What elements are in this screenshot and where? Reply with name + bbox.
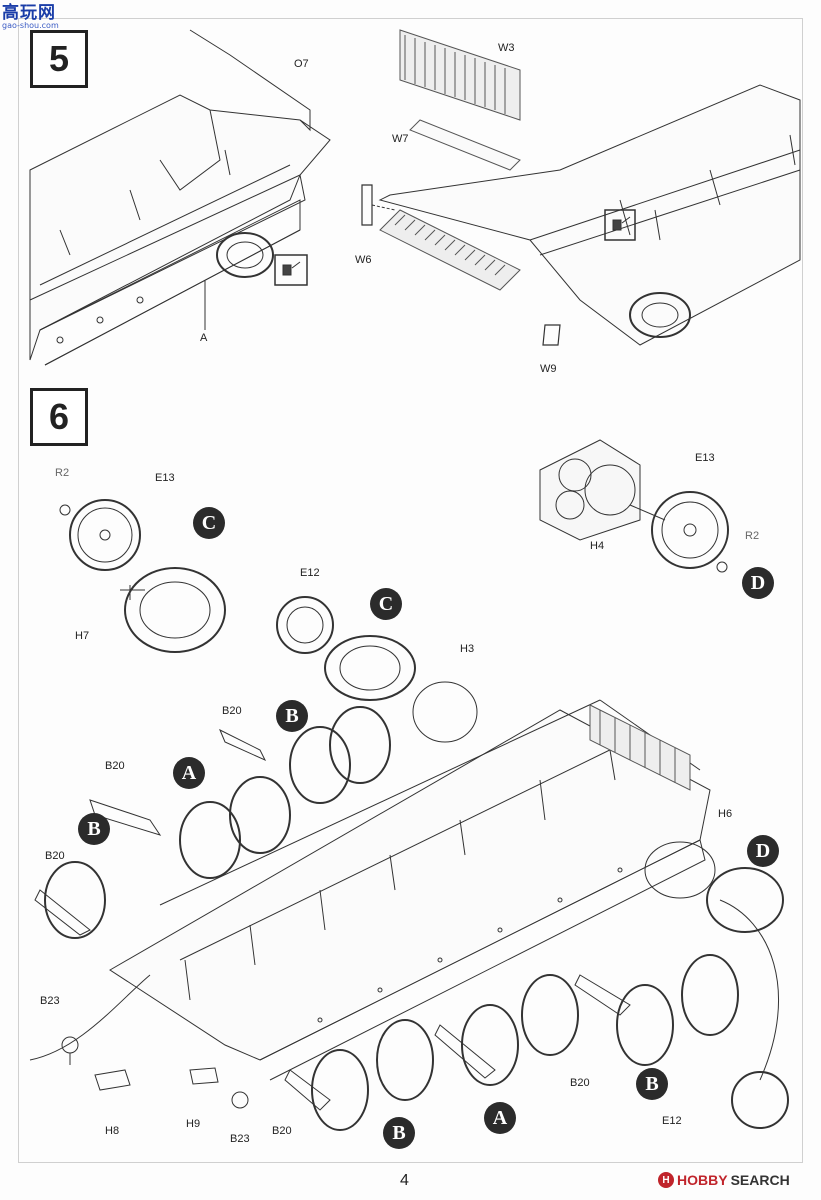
page-border [18, 18, 803, 1163]
callout-b-bottom-right: B [636, 1068, 668, 1100]
part-label-w6: W6 [355, 254, 372, 266]
part-label-b20-4: B20 [570, 1077, 590, 1089]
part-label-h4: H4 [590, 540, 605, 552]
part-label-r2-left: R2 [55, 467, 70, 479]
step5-hull-left [30, 30, 330, 365]
watermark-url: gao-shou.com [2, 21, 59, 30]
step6-center-sprocket [277, 597, 477, 742]
part-label-o7: O7 [294, 58, 309, 70]
callout-b-bottom-left: B [383, 1117, 415, 1149]
step-6-box: 6 [30, 388, 88, 446]
step6-small-parts [62, 1037, 248, 1108]
part-label-b23-bottom: B23 [230, 1133, 250, 1145]
part-label-e13-left: E13 [155, 472, 175, 484]
part-label-b20-3: B20 [45, 850, 65, 862]
part-label-h6: H6 [718, 808, 733, 820]
part-label-h7: H7 [75, 630, 90, 642]
part-label-b20-2: B20 [105, 760, 125, 772]
part-label-w3: W3 [498, 42, 515, 54]
callout-b-left: B [78, 813, 110, 845]
step5-hull-right [362, 30, 800, 345]
part-label-h9: H9 [186, 1118, 201, 1130]
hobbysearch-logo-icon: H [658, 1172, 674, 1188]
step6-right-sprocket [540, 440, 728, 572]
part-label-w7: W7 [392, 133, 409, 145]
callout-a-left: A [173, 757, 205, 789]
site-watermark: 高玩网 gao-shou.com [2, 4, 59, 30]
part-label-b20-1: B20 [222, 705, 242, 717]
step6-hull-main [30, 700, 779, 1080]
callout-c-mid: C [370, 588, 402, 620]
part-label-a: A [200, 332, 208, 344]
callout-b-top: B [276, 700, 308, 732]
part-label-h8: H8 [105, 1125, 120, 1137]
callout-a-bottom: A [484, 1102, 516, 1134]
page-number: 4 [400, 1172, 409, 1189]
part-label-b23-left: B23 [40, 995, 60, 1007]
part-label-h3: H3 [460, 643, 475, 655]
step-5-box: 5 [30, 30, 88, 88]
brand-hobby: HOBBY [677, 1172, 728, 1188]
part-label-e13-right: E13 [695, 452, 715, 464]
hobbysearch-logo: H HOBBY SEARCH [658, 1172, 790, 1188]
part-label-e12-top: E12 [300, 567, 320, 579]
step6-left-sprocket [60, 500, 225, 652]
step6-lower-road-wheels [285, 842, 788, 1130]
callout-d-top: D [742, 567, 774, 599]
brand-search: SEARCH [730, 1172, 790, 1188]
callout-d-right: D [747, 835, 779, 867]
callout-c-left: C [193, 507, 225, 539]
part-label-r2-right: R2 [745, 530, 760, 542]
part-label-e12-bottom: E12 [662, 1115, 682, 1127]
watermark-title: 高玩网 [2, 3, 56, 23]
step6-upper-road-wheels [35, 707, 390, 938]
part-label-w9: W9 [540, 363, 557, 375]
part-label-b20-5: B20 [272, 1125, 292, 1137]
